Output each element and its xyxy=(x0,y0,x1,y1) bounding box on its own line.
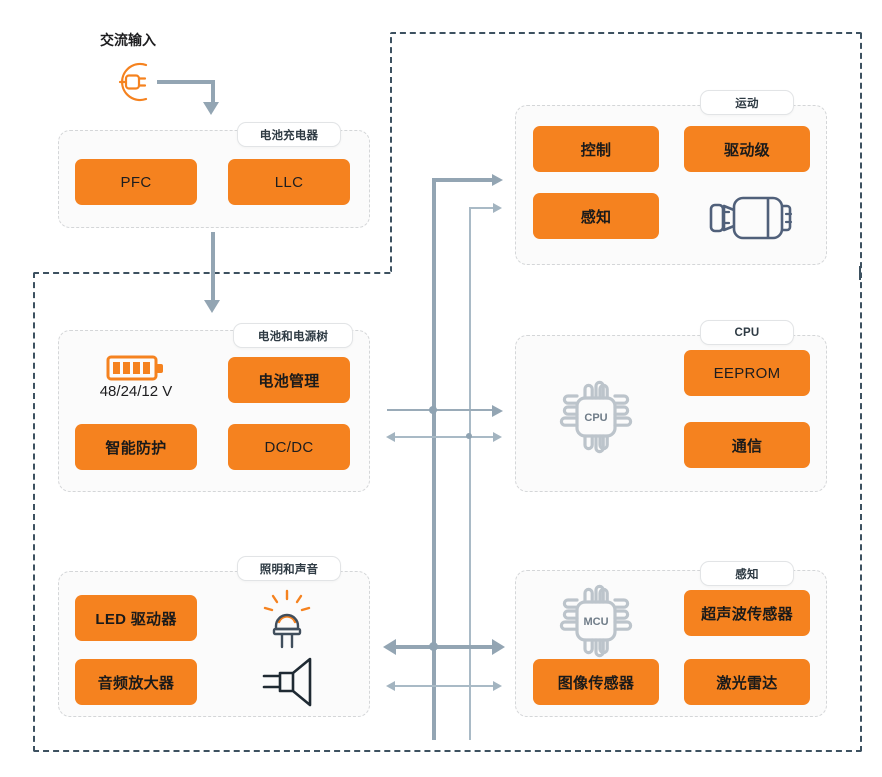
bus-thick-vertical xyxy=(432,178,436,740)
bus-cpu-upper-line xyxy=(387,409,494,411)
ac-input-title: 交流输入 xyxy=(100,32,156,48)
block-control[interactable]: 控制 xyxy=(533,126,659,172)
block-eeprom[interactable]: EEPROM xyxy=(684,350,810,396)
block-communication[interactable]: 通信 xyxy=(684,422,810,468)
speaker-icon xyxy=(258,655,320,709)
block-llc[interactable]: LLC xyxy=(228,159,350,205)
battery-voltage-label: 48/24/12 V xyxy=(99,383,173,400)
panel-label-sensing: 感知 xyxy=(700,561,794,586)
junction-dot-sensing-upper-thick xyxy=(429,642,438,651)
block-lidar[interactable]: 激光雷达 xyxy=(684,659,810,705)
mcu-chip-icon: MCU xyxy=(556,582,636,658)
block-drive-stage[interactable]: 驱动级 xyxy=(684,126,810,172)
block-pfc[interactable]: PFC xyxy=(75,159,197,205)
bus-to-motion-thick-arrow xyxy=(492,174,503,186)
bus-to-motion-thick-line xyxy=(432,178,494,182)
bus-to-motion-thin-arrow xyxy=(493,203,502,213)
block-sensing-motion[interactable]: 感知 xyxy=(533,193,659,239)
boundary-seam-mask xyxy=(392,268,860,277)
block-battery-management[interactable]: 电池管理 xyxy=(228,357,350,403)
bus-thin-vertical xyxy=(469,207,471,740)
bus-sensing-upper-arrow-left xyxy=(383,639,396,655)
led-lamp-icon xyxy=(258,588,316,650)
bus-cpu-lower-arrow-left xyxy=(386,432,395,442)
bus-cpu-upper-arrow xyxy=(492,405,503,417)
junction-dot-cpu-lower-thin xyxy=(466,433,472,439)
ac-to-charger-horizontal xyxy=(157,80,215,84)
bus-sensing-lower-arrow-right xyxy=(493,681,502,691)
bus-sensing-upper-arrow-right xyxy=(492,639,505,655)
outer-boundary-upper-right xyxy=(390,32,862,272)
ac-to-charger-arrowhead xyxy=(203,102,219,115)
bus-to-motion-thin-line xyxy=(469,207,495,209)
bus-sensing-lower-arrow-left xyxy=(386,681,395,691)
block-dc-dc[interactable]: DC/DC xyxy=(228,424,350,470)
panel-label-cpu: CPU xyxy=(700,320,794,345)
junction-dot-cpu-upper-thick xyxy=(429,406,437,414)
ac-to-charger-vertical xyxy=(211,80,215,104)
bus-sensing-upper-line xyxy=(394,645,494,649)
panel-label-battery-power-tree: 电池和电源树 xyxy=(233,323,353,348)
bus-cpu-lower-line xyxy=(395,436,495,438)
bus-cpu-lower-arrow-right xyxy=(493,432,502,442)
charger-to-powertree-line xyxy=(211,232,215,304)
block-smart-protection[interactable]: 智能防护 xyxy=(75,424,197,470)
block-audio-amplifier[interactable]: 音频放大器 xyxy=(75,659,197,705)
panel-label-motion: 运动 xyxy=(700,90,794,115)
block-led-driver[interactable]: LED 驱动器 xyxy=(75,595,197,641)
block-image-sensor[interactable]: 图像传感器 xyxy=(533,659,659,705)
motor-icon xyxy=(700,190,796,246)
panel-label-lighting-sound: 照明和声音 xyxy=(237,556,341,581)
svg-text:MCU: MCU xyxy=(583,616,608,628)
battery-icon xyxy=(106,354,165,384)
bus-sensing-lower-line xyxy=(395,685,495,687)
block-ultrasonic-sensor[interactable]: 超声波传感器 xyxy=(684,590,810,636)
panel-label-battery-charger: 电池充电器 xyxy=(237,122,341,147)
charger-to-powertree-arrowhead xyxy=(204,300,220,313)
cpu-chip-icon: CPU xyxy=(556,378,636,454)
ac-plug-icon xyxy=(106,57,162,107)
boundary-seam-right-vertical xyxy=(859,266,861,280)
svg-text:CPU: CPU xyxy=(584,412,607,424)
